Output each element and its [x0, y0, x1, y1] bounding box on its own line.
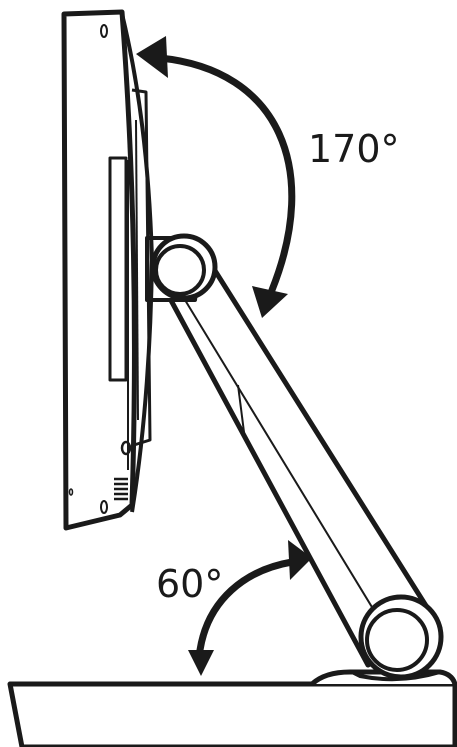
- arm-angle-arrow-icon: [188, 540, 312, 676]
- arm-angle-label: 60°: [156, 562, 223, 606]
- monitor-body: [61, 9, 154, 531]
- stand-base: [7, 669, 457, 747]
- lower-hinge: [351, 594, 444, 682]
- vent-lines: [114, 477, 128, 501]
- upper-hinge: [150, 233, 218, 301]
- tilt-angle-label: 170°: [308, 127, 400, 171]
- tilt-arrow-icon: [136, 36, 296, 318]
